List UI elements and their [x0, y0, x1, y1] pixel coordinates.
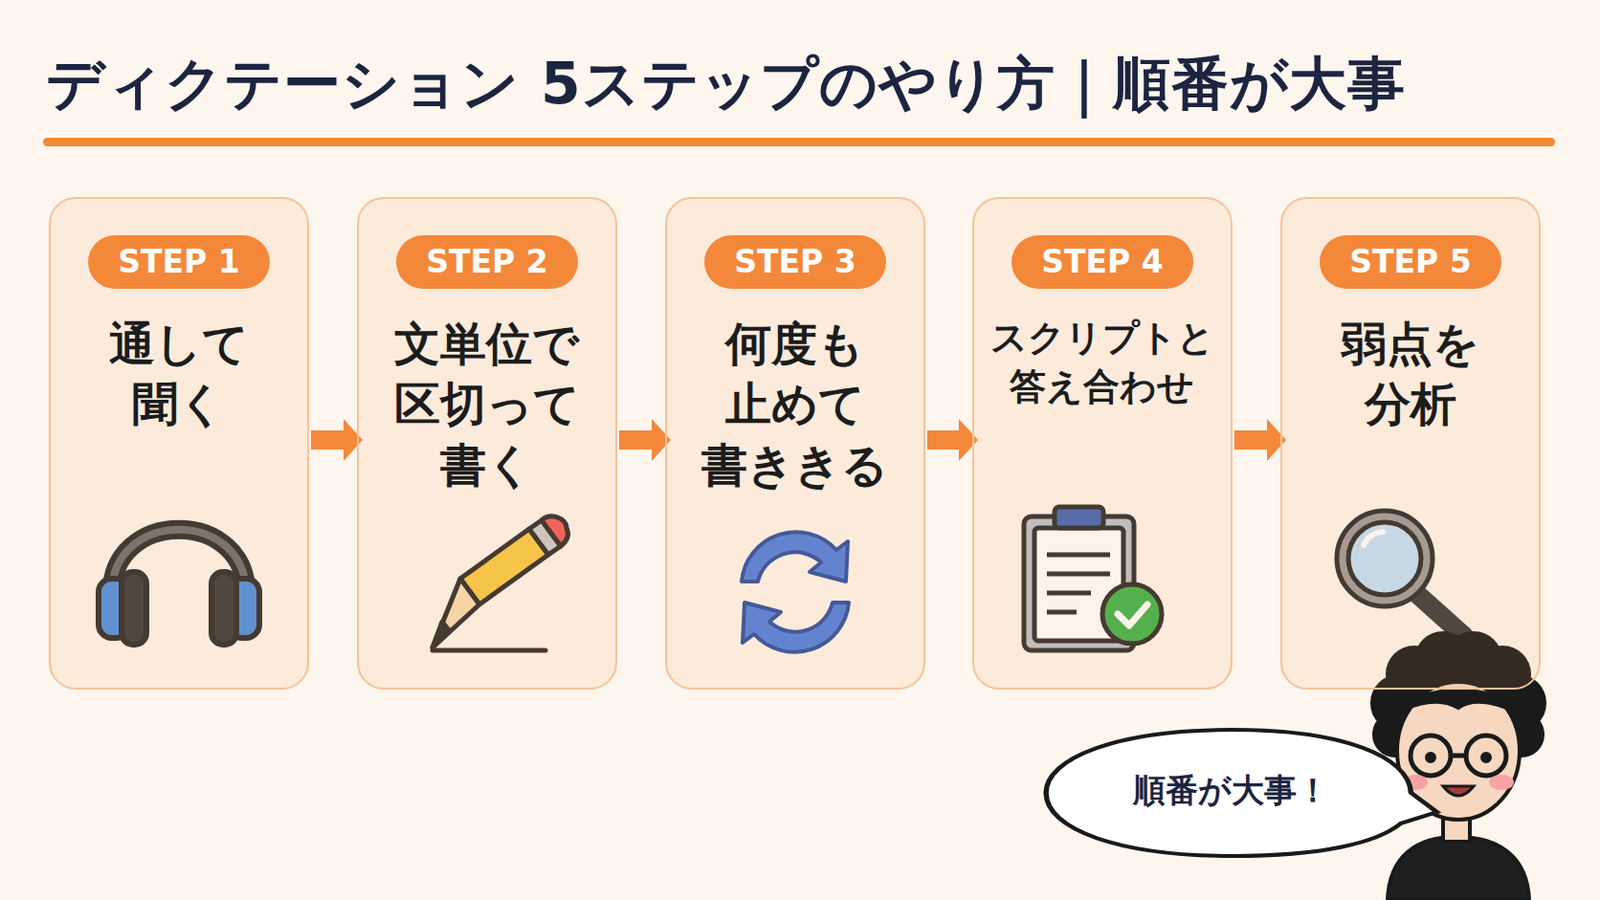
flow-arrow [311, 419, 363, 462]
step-card: STEP 5 弱点を 分析 [1280, 197, 1541, 690]
step-badge: STEP 2 [396, 235, 578, 289]
page-title: ディクテーション 5ステップのやり方｜順番が大事 [45, 45, 1406, 124]
step-badge: STEP 1 [88, 235, 270, 289]
flow-arrow [619, 419, 671, 462]
flow-arrow [1234, 419, 1287, 462]
arrow-shaft [311, 430, 344, 450]
step-card: STEP 1 通して 聞く [48, 197, 310, 690]
step-card: STEP 2 文単位で 区切って 書く [356, 197, 618, 690]
title-underline [43, 137, 1556, 147]
speech-text: 順番が大事！ [1019, 769, 1443, 814]
arrow-shaft [1234, 430, 1267, 450]
speech-bubble: 順番が大事！ [1038, 724, 1443, 863]
step-label: 通して 聞く [80, 313, 278, 436]
step-label: 何度も 止めて 書ききる [696, 313, 894, 496]
step-badge: STEP 5 [1319, 235, 1502, 289]
step-card: STEP 4 スクリプトと 答え合わせ [972, 197, 1233, 690]
arrow-shaft [619, 430, 652, 450]
step-label: スクリプトと 答え合わせ [986, 313, 1219, 411]
step-label: 文単位で 区切って 書く [388, 313, 586, 496]
step-badge: STEP 3 [704, 235, 887, 289]
flow-arrow [927, 419, 978, 462]
step-label: 弱点を 分析 [1311, 313, 1510, 436]
arrow-shaft [927, 430, 959, 450]
step-badge: STEP 4 [1011, 235, 1194, 289]
step-card: STEP 3 何度も 止めて 書ききる [665, 197, 926, 690]
